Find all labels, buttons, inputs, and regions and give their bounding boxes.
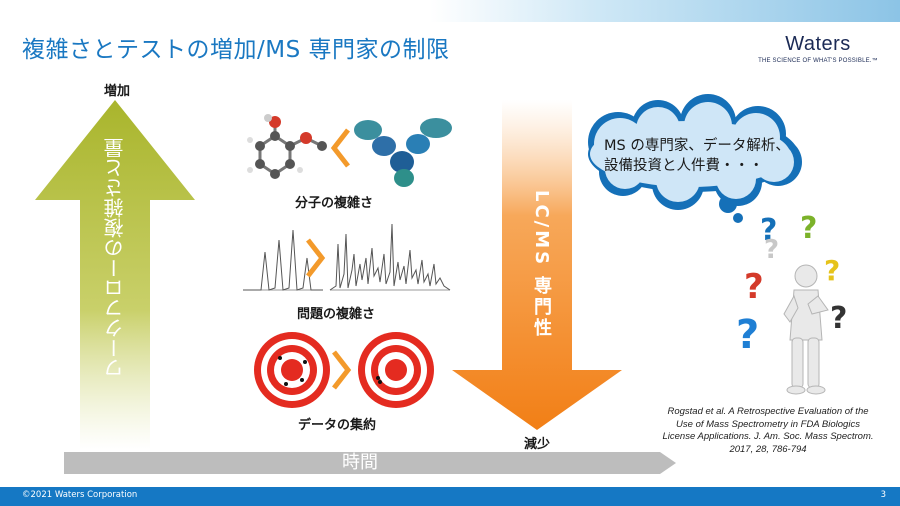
red-question-icon: ? [744,267,764,307]
scattered-target-icon [254,332,330,408]
molecule-complexity-label: 分子の複雑さ [295,196,374,211]
citation-line-3: License Applications. J. Am. Soc. Mass S… [662,431,874,442]
simple-chromatogram-icon [243,229,323,291]
focused-target-icon [358,332,434,408]
thought-cloud [588,94,802,223]
footer-copyright: ©2021 Waters Corporation [22,490,138,500]
top-gradient-band [430,0,900,22]
yellow-question-icon: ? [824,254,840,287]
time-arrow [64,452,676,474]
thinking-person-illustration: ? ? ? ? ? ? ? [736,211,847,395]
footer-bar: ©2021 Waters Corporation 3 [0,487,900,506]
thought-line-1: MS の専門家、データ解析、 [604,138,790,154]
citation-line-4: 2017, 28, 786-794 [729,443,807,455]
chevron-right-icon-3 [332,350,352,390]
chevron-right-icon [330,128,350,168]
chevron-right-icon-2 [306,238,326,278]
citation-line-1: Rogstad et al. A Retrospective Evaluatio… [667,406,869,417]
thought-cloud-text: MS の専門家、データ解析、 設備投資と人件費・・・ [604,136,790,176]
citation-line-2: Use of Mass Spectrometry in FDA Biologic… [676,418,860,430]
gray-question-icon: ? [764,235,779,265]
lcms-expertise-text: LC/MS 専門性 [531,190,552,340]
green-question-icon: ? [800,211,817,246]
decrease-label: 減少 [524,437,551,452]
big-blue-question-icon: ? [736,312,759,358]
increase-label: 増加 [104,84,131,99]
page-number: 3 [880,490,886,500]
decrease-arrow [452,100,622,430]
waters-logo: Waters THE SCIENCE OF WHAT'S POSSIBLE.™ [748,33,888,64]
black-question-icon: ? [830,301,847,336]
antibody-protein-icon [354,118,452,187]
logo-tagline: THE SCIENCE OF WHAT'S POSSIBLE.™ [758,58,878,64]
time-label: 時間 [342,452,378,473]
problem-complexity-label: 問題の複雑さ [297,307,376,322]
data-aggregation-label: データの集約 [298,418,377,433]
small-molecule-icon [247,114,327,179]
blue-question-icon: ? [760,213,777,248]
thought-line-2: 設備投資と人件費・・・ [604,158,764,174]
workflow-complexity-text: ワークフローの複雑さと量 [103,138,127,378]
complex-chromatogram-icon [329,223,451,291]
logo-name: Waters [785,33,851,55]
increase-arrow [35,100,195,450]
slide-title: 複雑さとテストの増加/MS 専門家の制限 [22,37,450,63]
citation: Rogstad et al. A Retrospective Evaluatio… [648,406,888,456]
